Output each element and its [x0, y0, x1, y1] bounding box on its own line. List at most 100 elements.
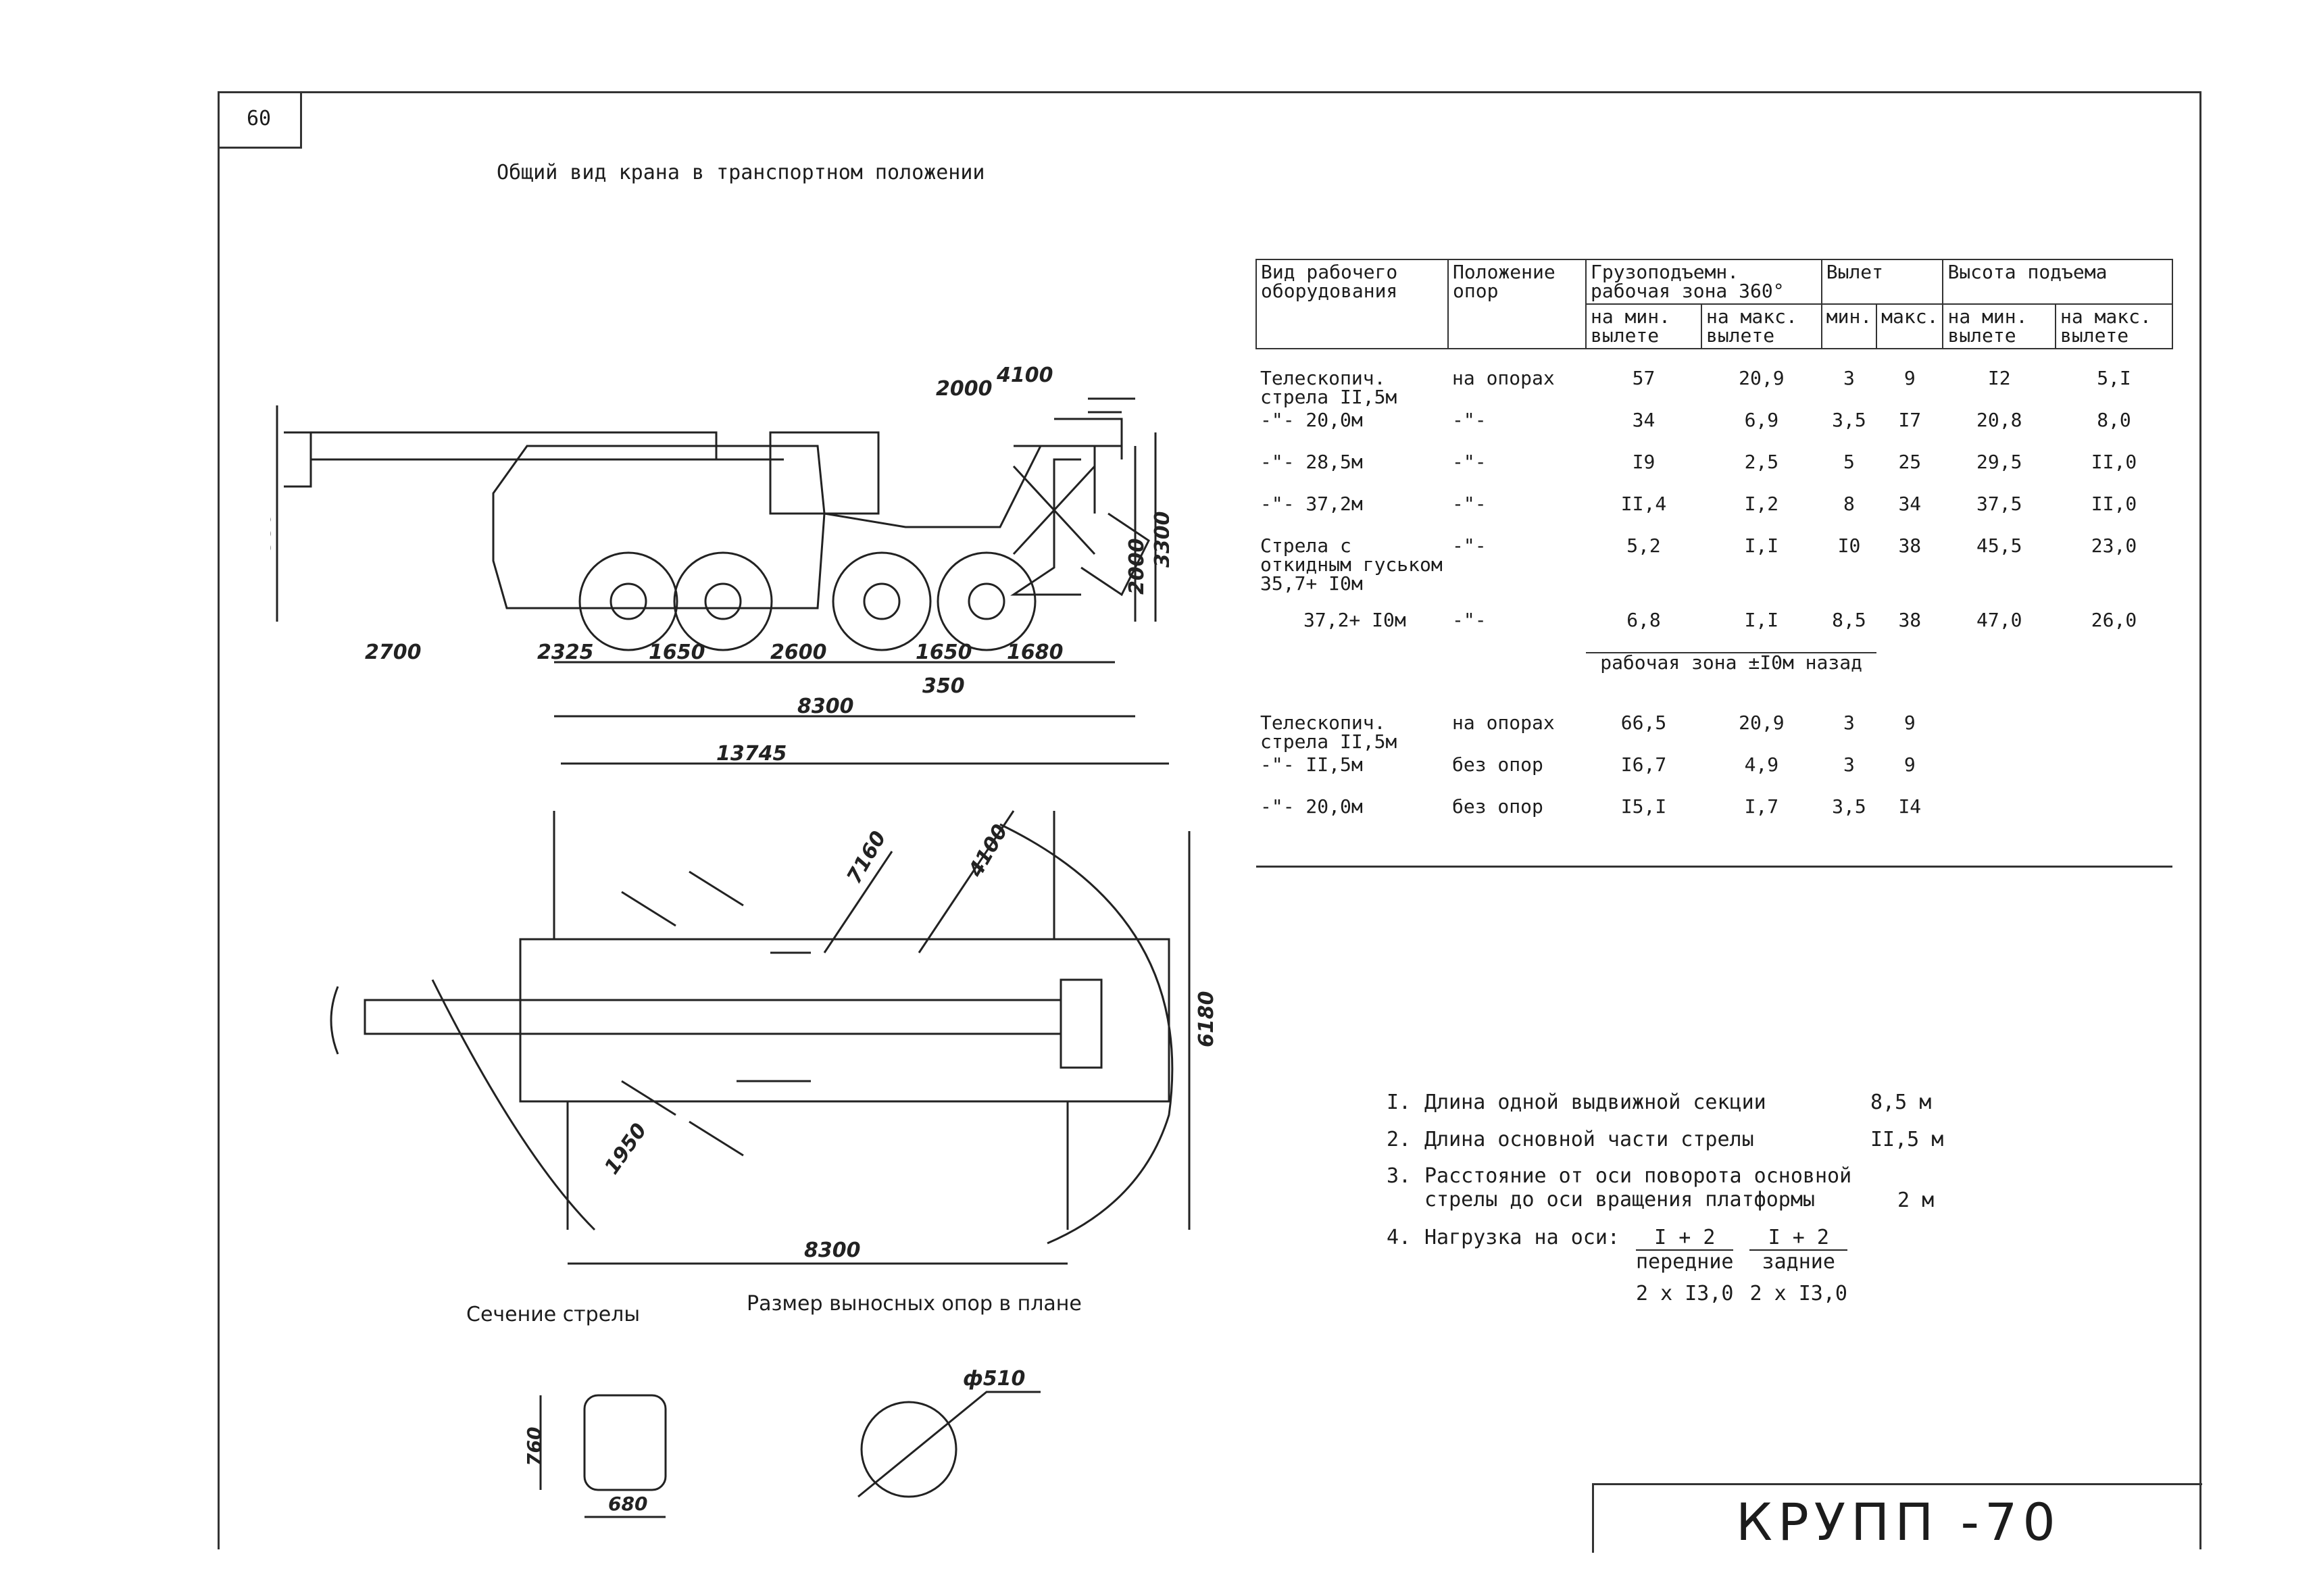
front-bottom: передние	[1635, 1250, 1734, 1274]
note-number: 3.	[1387, 1164, 1412, 1188]
note-text: Расстояние от оси поворота основной стре…	[1424, 1164, 1852, 1212]
cell: 8,0	[2097, 409, 2131, 431]
header-equipment: Вид рабочего оборудования	[1255, 259, 1449, 349]
cell: I,I	[1744, 609, 1779, 631]
cell: на опорах	[1452, 712, 1555, 734]
cell: 3	[1843, 367, 1855, 389]
cell: 37,2+ I0м	[1303, 609, 1406, 631]
cell: без опор	[1452, 753, 1543, 776]
drawing-frame	[218, 91, 2201, 1549]
header-capacity: Грузоподъемн. рабочая зона 360°	[1585, 259, 1822, 305]
note-number: I.	[1387, 1091, 1412, 1114]
cell: 34	[1898, 493, 1922, 515]
rear-axle-fraction: I + 2 задние 2 x I3,0	[1749, 1226, 1847, 1306]
note-text: Длина основной части стрелы	[1424, 1127, 1754, 1151]
note-text: Длина одной выдвижной секции	[1424, 1091, 1766, 1114]
cell: 23,0	[2091, 534, 2137, 557]
round-section-drawing: ф510	[857, 1367, 1041, 1498]
cell: -"-	[1452, 493, 1487, 515]
cell: 66,5	[1620, 712, 1667, 734]
dim-label: 2000	[936, 377, 993, 401]
boom-section-label: Сечение стрелы	[466, 1303, 641, 1326]
cell: 9	[1903, 367, 1916, 389]
note-number: 2.	[1387, 1127, 1412, 1151]
dim-label: 1650	[916, 641, 972, 664]
cell: 34	[1632, 409, 1656, 431]
dim-label: 2700	[365, 641, 422, 664]
note-item: 2. Длина основной части стрелы II,5 м	[1387, 1128, 1943, 1152]
cell: Телескопич. стрела II,5м	[1260, 367, 1397, 408]
header-supports: Положение опор	[1447, 259, 1587, 349]
cell: I,I	[1744, 534, 1779, 557]
cell: 5,I	[2097, 367, 2131, 389]
dim-label: 2000	[1125, 539, 1149, 595]
cell: I2	[1987, 367, 2011, 389]
cell: 5,2	[1626, 534, 1661, 557]
note-number: 4.	[1387, 1225, 1412, 1249]
cell: 9	[1903, 712, 1916, 734]
table-row: Стрела с откидным гуськом 35,7+ I0м -"- 5…	[1256, 537, 2172, 611]
cell: на опорах	[1452, 367, 1555, 389]
cell: 37,5	[1976, 493, 2022, 515]
rear-value: 2 x I3,0	[1749, 1281, 1847, 1305]
crane-side-view: 4100 2000 3300 2000 2880 2700 2325 1650 …	[270, 364, 1169, 766]
dim-label: 1680	[1007, 641, 1064, 664]
cell: 6,8	[1626, 609, 1661, 631]
header-reach-min: мин.	[1820, 303, 1878, 349]
cell: -"-	[1452, 534, 1487, 557]
cell: без опор	[1452, 795, 1543, 818]
cell: -"- 20,0м	[1260, 795, 1363, 818]
cell: -"- II,5м	[1260, 753, 1363, 776]
title-block: КРУПП -70	[1592, 1483, 2202, 1553]
dim-label: 8300	[804, 1239, 861, 1262]
cell: -"- 20,0м	[1260, 409, 1363, 431]
cell: 3,5	[1832, 795, 1866, 818]
dim-label: 6180	[1195, 991, 1218, 1048]
header-height-min: на мин. вылете	[1942, 303, 2056, 349]
crane-plan-view: 7160 4100 6180 1950 8300	[330, 810, 1218, 1265]
front-top: I + 2	[1635, 1226, 1734, 1251]
cell: -"-	[1452, 451, 1487, 473]
dim-label: 8300	[797, 695, 854, 718]
rear-top: I + 2	[1749, 1226, 1847, 1251]
note-value: II,5 м	[1870, 1127, 1944, 1151]
cell: 20,9	[1739, 712, 1785, 734]
cell: Стрела с откидным гуськом 35,7+ I0м	[1260, 534, 1443, 595]
cell: I6,7	[1620, 753, 1667, 776]
cell: 38	[1898, 609, 1922, 631]
header-cap-max: на макс. вылете	[1700, 303, 1822, 349]
dim-label: 2325	[537, 641, 594, 664]
model-name: КРУПП -70	[1736, 1492, 2061, 1552]
front-axle-fraction: I + 2 передние 2 x I3,0	[1635, 1226, 1734, 1306]
cell: II,0	[2091, 493, 2137, 515]
cell: 3	[1843, 712, 1855, 734]
cell: 8	[1843, 493, 1855, 515]
dim-label: 2600	[770, 641, 827, 664]
cell: Телескопич. стрела II,5м	[1260, 712, 1397, 753]
dim-label: 680	[608, 1493, 647, 1515]
cell: -"-	[1452, 609, 1487, 631]
cell: -"- 37,2м	[1260, 493, 1363, 515]
cell: -"- 28,5м	[1260, 451, 1363, 473]
load-label: Нагрузка на оси:	[1424, 1225, 1620, 1249]
note-value: 2 м	[1897, 1189, 1935, 1212]
header-cap-min: на мин. вылете	[1585, 303, 1702, 349]
header-reach: Вылет	[1820, 259, 1944, 305]
cell: 57	[1632, 367, 1656, 389]
cell: I,7	[1744, 795, 1779, 818]
cell: 4,9	[1744, 753, 1779, 776]
cell: 38	[1898, 534, 1922, 557]
notes-block: I. Длина одной выдвижной секции 8,5 м 2.…	[1387, 1091, 1943, 1319]
dim-label: 4100	[996, 364, 1053, 387]
header-height-max: на макс. вылете	[2055, 303, 2173, 349]
dim-label: 1650	[649, 641, 705, 664]
header-height: Высота подъема	[1942, 259, 2173, 305]
dim-label: 350	[922, 674, 965, 698]
cell: 20,8	[1976, 409, 2022, 431]
